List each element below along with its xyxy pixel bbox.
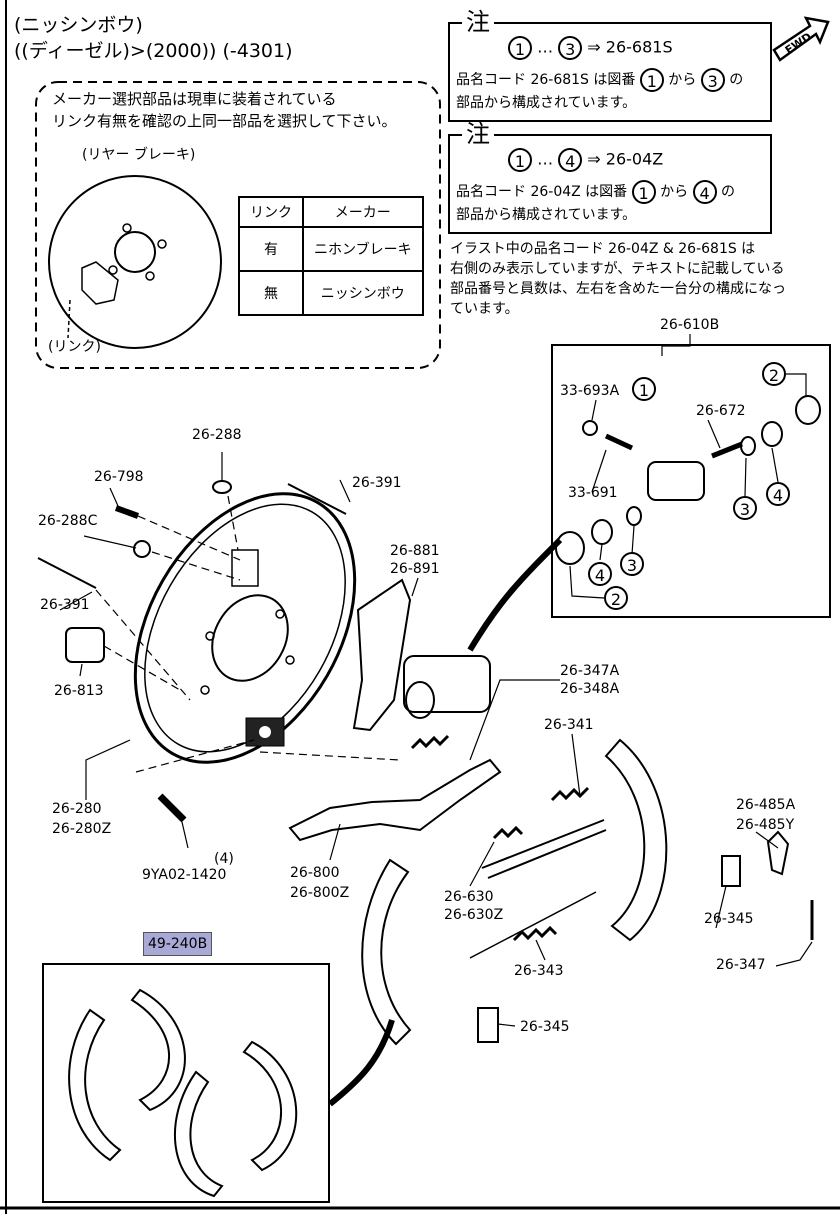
circle-num: 3: [700, 68, 725, 92]
brake-plate-small: [48, 175, 222, 349]
part-26-891[interactable]: 26-891: [390, 561, 440, 577]
part-26-288C[interactable]: 26-288C: [38, 513, 98, 529]
maker-note-line1: メーカー選択部品は現車に装着されている: [52, 90, 337, 108]
maker-table-cell: ニッシンボウ: [302, 270, 424, 316]
brake-shoe-right: [604, 738, 668, 942]
note2-text-b: 部品から構成されています。: [456, 207, 637, 223]
note2-text-a: 品名コード 26-04Z は図番 1 から 4 の: [456, 180, 735, 204]
wheel-cylinder-main: [403, 655, 491, 713]
part-26-345-lower[interactable]: 26-345: [520, 1019, 570, 1035]
note2-title: 注: [462, 122, 494, 146]
circle-num: 4: [558, 148, 583, 172]
ellipsis: …: [537, 37, 554, 57]
note2-box: [448, 134, 772, 234]
circle-num: 3: [558, 36, 583, 60]
part-26-485Y[interactable]: 26-485Y: [736, 817, 795, 833]
part-26-280[interactable]: 26-280: [52, 801, 102, 817]
parking-lever: [352, 578, 412, 732]
shoe-kit-box: [42, 963, 330, 1203]
circle-num: 1: [508, 148, 532, 172]
header-line2: ((ディーゼル)>(2000)) (-4301): [14, 40, 293, 62]
callout-4: 4: [588, 562, 612, 586]
circle-num: 1: [508, 36, 532, 60]
part-26-800[interactable]: 26-800: [290, 865, 340, 881]
part-26-347[interactable]: 26-347: [716, 957, 766, 973]
callout-3: 3: [733, 496, 757, 520]
part-26-813[interactable]: 26-813: [54, 683, 104, 699]
illustration-note-line1: イラスト中の品名コード 26-04Z & 26-681S は: [450, 241, 756, 257]
part-26-391-upper[interactable]: 26-391: [352, 475, 402, 491]
circle-num: 1: [639, 68, 664, 92]
part-33-691[interactable]: 33-691: [568, 485, 618, 501]
backing-plate: [133, 492, 357, 764]
strut: [288, 758, 502, 842]
rear-brake-label: (リヤー ブレーキ): [82, 147, 196, 163]
header-line1: (ニッシンボウ): [14, 14, 143, 36]
part-26-347A[interactable]: 26-347A: [560, 663, 620, 679]
part-26-343[interactable]: 26-343: [514, 963, 564, 979]
callout-2: 2: [604, 586, 628, 610]
fwd-arrow-icon: FWD: [770, 14, 832, 74]
part-26-288[interactable]: 26-288: [192, 427, 242, 443]
arrow: ⇒: [587, 149, 601, 169]
part-26-800Z[interactable]: 26-800Z: [290, 885, 350, 901]
part-26-798[interactable]: 26-798: [94, 469, 144, 485]
maker-table: リンク メーカー 有 ニホンブレーキ 無 ニッシンボウ: [238, 196, 424, 316]
arrow: ⇒: [587, 37, 601, 57]
link-part: [81, 261, 119, 305]
illustration-note-line4: ています。: [450, 301, 519, 317]
wheel-cylinder-box: [551, 344, 831, 618]
part-26-348A[interactable]: 26-348A: [560, 681, 620, 697]
part-26-672[interactable]: 26-672: [696, 403, 746, 419]
part-33-693A[interactable]: 33-693A: [560, 383, 620, 399]
callout-4: 4: [766, 482, 790, 506]
part-26-630[interactable]: 26-630: [444, 889, 494, 905]
maker-note-line2: リンク有無を確認の上同一部品を選択して下さい。: [52, 112, 397, 130]
circle-num: 1: [631, 180, 656, 204]
qty-4: (4): [214, 851, 234, 867]
part-26-630Z[interactable]: 26-630Z: [444, 907, 504, 923]
part-9YA02-1420[interactable]: 9YA02-1420: [142, 867, 227, 883]
illustration-note-line3: 部品番号と員数は、左右を含めた一台分の構成になっ: [450, 281, 786, 297]
part-26-345-right[interactable]: 26-345: [704, 911, 754, 927]
illustration-note-line2: 右側のみ表示していますが、テキストに記載している: [450, 261, 785, 277]
part-26-391-lower[interactable]: 26-391: [40, 597, 90, 613]
ellipsis: …: [537, 149, 554, 169]
part-26-280Z[interactable]: 26-280Z: [52, 821, 112, 837]
brake-shoe-left: [361, 858, 412, 1046]
note1-code: 26-681S: [605, 37, 673, 57]
part-26-485A[interactable]: 26-485A: [736, 797, 796, 813]
link-label: (リンク): [48, 339, 101, 355]
part-26-341[interactable]: 26-341: [544, 717, 594, 733]
part-26-881[interactable]: 26-881: [390, 543, 440, 559]
note1-title: 注: [462, 10, 494, 34]
note2-code: 26-04Z: [605, 149, 664, 169]
note2-range: 1 … 4 ⇒ 26-04Z: [508, 148, 663, 172]
part-49-240B-link[interactable]: 49-240B: [143, 932, 213, 956]
note1-text-b: 部品から構成されています。: [456, 95, 637, 111]
callout-3: 3: [620, 552, 644, 576]
maker-table-header-link: リンク: [238, 196, 304, 228]
maker-table-cell: ニホンブレーキ: [302, 226, 424, 272]
maker-table-header-maker: メーカー: [302, 196, 424, 228]
maker-note-box: [35, 81, 441, 369]
callout-1: 1: [632, 377, 656, 401]
note1-text-a: 品名コード 26-681S は図番 1 から 3 の: [456, 68, 743, 92]
circle-num: 4: [692, 180, 717, 204]
grommet-26-813: [65, 627, 105, 663]
part-26-610B[interactable]: 26-610B: [660, 317, 720, 333]
maker-table-cell: 無: [238, 270, 304, 316]
callout-2: 2: [762, 362, 786, 386]
maker-table-cell: 有: [238, 226, 304, 272]
note1-range: 1 … 3 ⇒ 26-681S: [508, 36, 673, 60]
